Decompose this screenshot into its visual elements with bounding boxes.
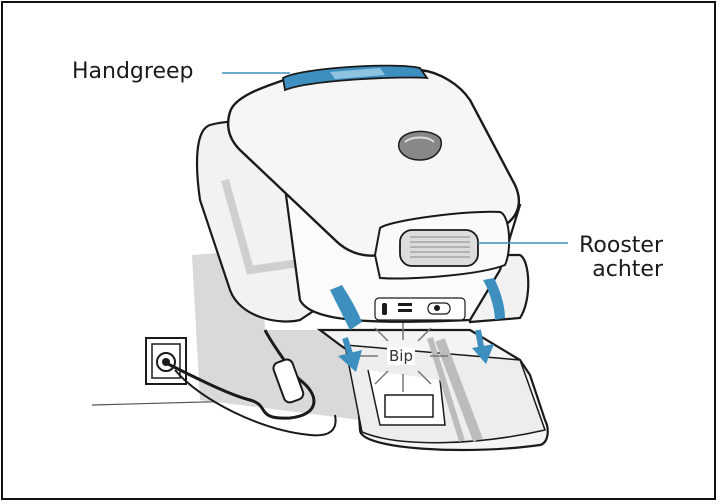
rear-grille-label: Rooster achter	[579, 234, 663, 282]
handle-label: Handgreep	[72, 60, 194, 84]
control-panel	[375, 298, 465, 320]
beep-label: Bip	[387, 347, 415, 365]
charging-base	[320, 330, 548, 450]
rear-grille-icon	[400, 230, 478, 266]
rear-grille-label-line1: Rooster	[579, 234, 663, 258]
top-button-icon	[399, 131, 442, 160]
rear-grille-label-line2: achter	[579, 258, 663, 282]
wall-socket-icon	[146, 338, 186, 384]
